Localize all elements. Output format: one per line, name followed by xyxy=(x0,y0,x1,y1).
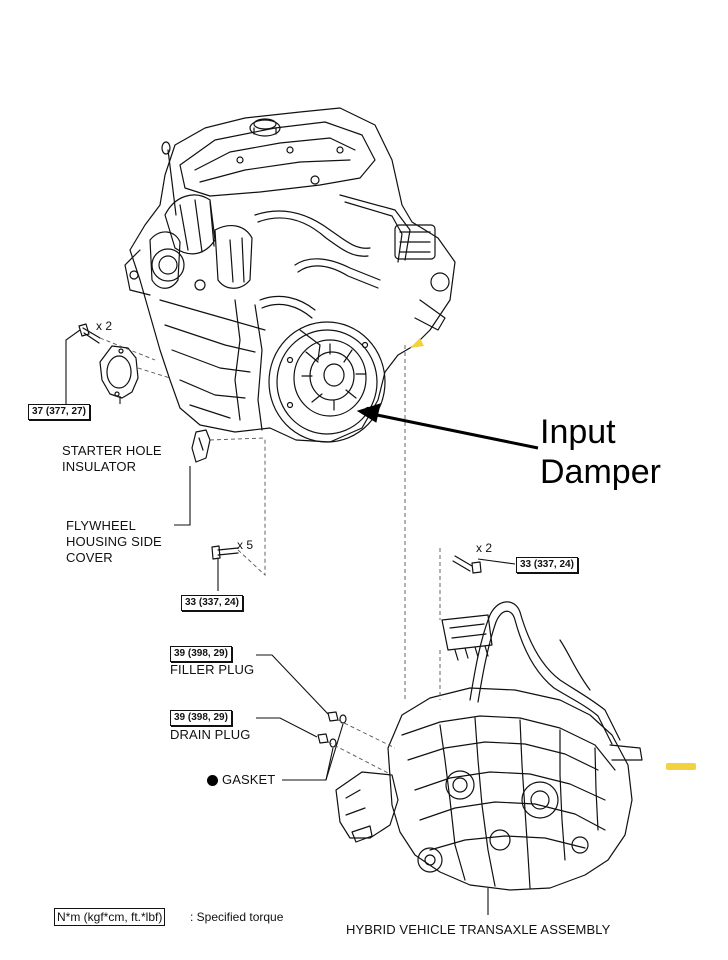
starter-hole-insulator-illustration xyxy=(99,345,139,399)
highlight-mark xyxy=(410,338,424,348)
flywheel-bolt-torque-box: 33 (337, 24) xyxy=(181,595,243,611)
label-line: FLYWHEEL xyxy=(66,518,136,533)
legend-text: : Specified torque xyxy=(190,910,284,924)
flywheel-bolt-qty: x 5 xyxy=(237,538,254,552)
filler-plug-illustration xyxy=(327,711,339,722)
annotation-line: Input xyxy=(540,413,616,451)
bolt-icon-transaxle xyxy=(452,555,482,574)
drain-plug-torque-box: 39 (398, 29) xyxy=(170,710,232,726)
annotation-line: Damper xyxy=(540,453,661,491)
input-damper-illustration xyxy=(268,321,386,443)
transaxle-bolt-torque-box: 33 (337, 24) xyxy=(516,557,578,573)
engine-illustration xyxy=(124,107,456,443)
gasket-label: GASKET xyxy=(222,772,276,787)
filler-plug-torque-box: 39 (398, 29) xyxy=(170,646,232,662)
transaxle-bolt-qty: x 2 xyxy=(476,541,493,555)
transaxle-illustration xyxy=(335,601,643,891)
input-damper-annotation: Input Damper xyxy=(540,412,661,492)
legend-unit-box: N*m (kgf*cm, ft.*lbf) xyxy=(54,908,166,926)
starter-hole-insulator-label: STARTER HOLE INSULATOR xyxy=(62,443,162,475)
input-damper-arrow xyxy=(356,403,539,450)
bolt-icon-flywheel xyxy=(211,545,239,560)
filler-plug-label: FILLER PLUG xyxy=(170,662,255,677)
flywheel-housing-side-cover-label: FLYWHEEL HOUSING SIDE COVER xyxy=(66,518,162,566)
starter-bolt-torque-box: 37 (377, 27) xyxy=(28,404,90,420)
flywheel-housing-side-cover-illustration xyxy=(191,429,211,463)
starter-bolt-qty: x 2 xyxy=(96,319,113,333)
bolt-icon-starter xyxy=(78,323,101,344)
label-line: INSULATOR xyxy=(62,459,137,474)
drain-plug-label: DRAIN PLUG xyxy=(170,727,251,742)
label-line: HOUSING SIDE xyxy=(66,534,162,549)
label-line: STARTER HOLE xyxy=(62,443,162,458)
gasket-dot-icon xyxy=(207,775,218,786)
label-line: COVER xyxy=(66,550,113,565)
highlight-mark xyxy=(666,763,696,770)
drain-plug-illustration xyxy=(317,733,329,744)
transaxle-label: HYBRID VEHICLE TRANSAXLE ASSEMBLY xyxy=(346,922,611,937)
